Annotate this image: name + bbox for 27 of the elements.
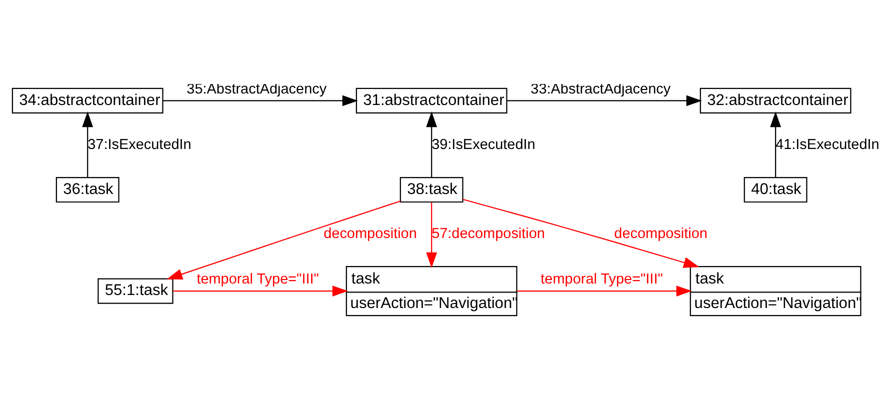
node-box: 31:abstractcontainer <box>356 88 508 114</box>
edge-label: 41:IsExecutedIn <box>776 137 880 154</box>
arrow <box>82 111 94 177</box>
node-box: 36:task <box>56 176 120 203</box>
edge-label: 37:IsExecutedIn <box>88 137 192 154</box>
node-box: 55:1:task <box>98 278 174 304</box>
edge-label: 39:IsExecutedIn <box>432 137 536 154</box>
node-box: 40:task <box>744 176 808 203</box>
edge-label: 33:AbstractAdjacency <box>530 81 671 98</box>
arrow <box>517 286 692 297</box>
arrow <box>166 200 401 280</box>
node-box: 34:abstractcontainer <box>12 88 164 114</box>
arrow <box>507 95 702 106</box>
edge-label: 35:AbstractAdjacency <box>186 81 327 98</box>
edge-label: 57:decomposition <box>432 226 545 242</box>
edge-label: decomposition <box>324 226 417 242</box>
arrow <box>426 111 438 177</box>
edge-label: decomposition <box>614 226 708 242</box>
arrow <box>770 111 782 177</box>
arrow <box>462 198 700 268</box>
arrow <box>426 202 438 268</box>
node-box: 38:task <box>400 176 464 203</box>
arrow <box>172 286 348 297</box>
edge-label: temporal Type="III" <box>540 272 663 288</box>
edge-label: temporal Type="III" <box>196 272 319 288</box>
arrow <box>163 95 358 106</box>
node-box: 32:abstractcontainer <box>700 88 852 114</box>
